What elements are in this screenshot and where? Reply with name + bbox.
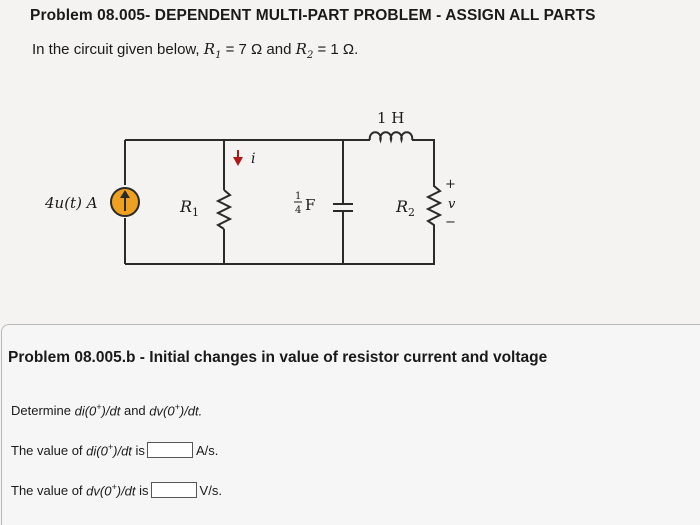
circuit-diagram: 4u(t) A R1 i 1 4 F 1 H R2 + v − — [44, 109, 456, 265]
problem-title: Problem 08.005- DEPENDENT MULTI-PART PRO… — [30, 7, 596, 24]
cap-unit: F — [305, 196, 315, 214]
minus-sign: − — [445, 215, 456, 230]
part-title: Problem 08.005.b - Initial changes in va… — [8, 349, 548, 366]
dv-dt-unit: V/s. — [199, 482, 222, 498]
inductor-label: 1 H — [377, 109, 404, 127]
dv-dt-answer-input[interactable] — [150, 482, 197, 499]
bottom-wire — [125, 228, 435, 265]
source-label: 4u(t) A — [44, 194, 98, 212]
question-dv-row: The value of dv(0+)/dt is V/s. — [11, 482, 222, 499]
current-label: i — [251, 151, 255, 167]
top-wire-right — [412, 139, 435, 168]
di-dt-answer-input[interactable] — [146, 442, 193, 459]
r1-resistor — [215, 189, 233, 230]
r1-symbol: R1 — [203, 40, 222, 61]
cap-numerator: 1 — [295, 191, 301, 202]
cap-denominator: 4 — [295, 205, 301, 216]
r2-label: R2 — [395, 197, 415, 219]
r1-label: R1 — [179, 197, 199, 219]
plus-sign: + — [445, 177, 456, 192]
part-prompt: Determine di(0+)/dt and dv(0+)/dt. — [11, 402, 203, 419]
inductor-coil — [368, 131, 414, 144]
r2-symbol: R2 — [295, 40, 314, 61]
part-panel — [1, 324, 700, 525]
problem-intro: In the circuit given below, R1 = 7 Ω and… — [32, 40, 359, 61]
voltage-label: v — [448, 197, 456, 212]
r2-resistor — [425, 168, 443, 228]
di-dt-unit: A/s. — [195, 442, 219, 458]
question-di-row: The value of di(0+)/dt is A/s. — [11, 442, 219, 459]
